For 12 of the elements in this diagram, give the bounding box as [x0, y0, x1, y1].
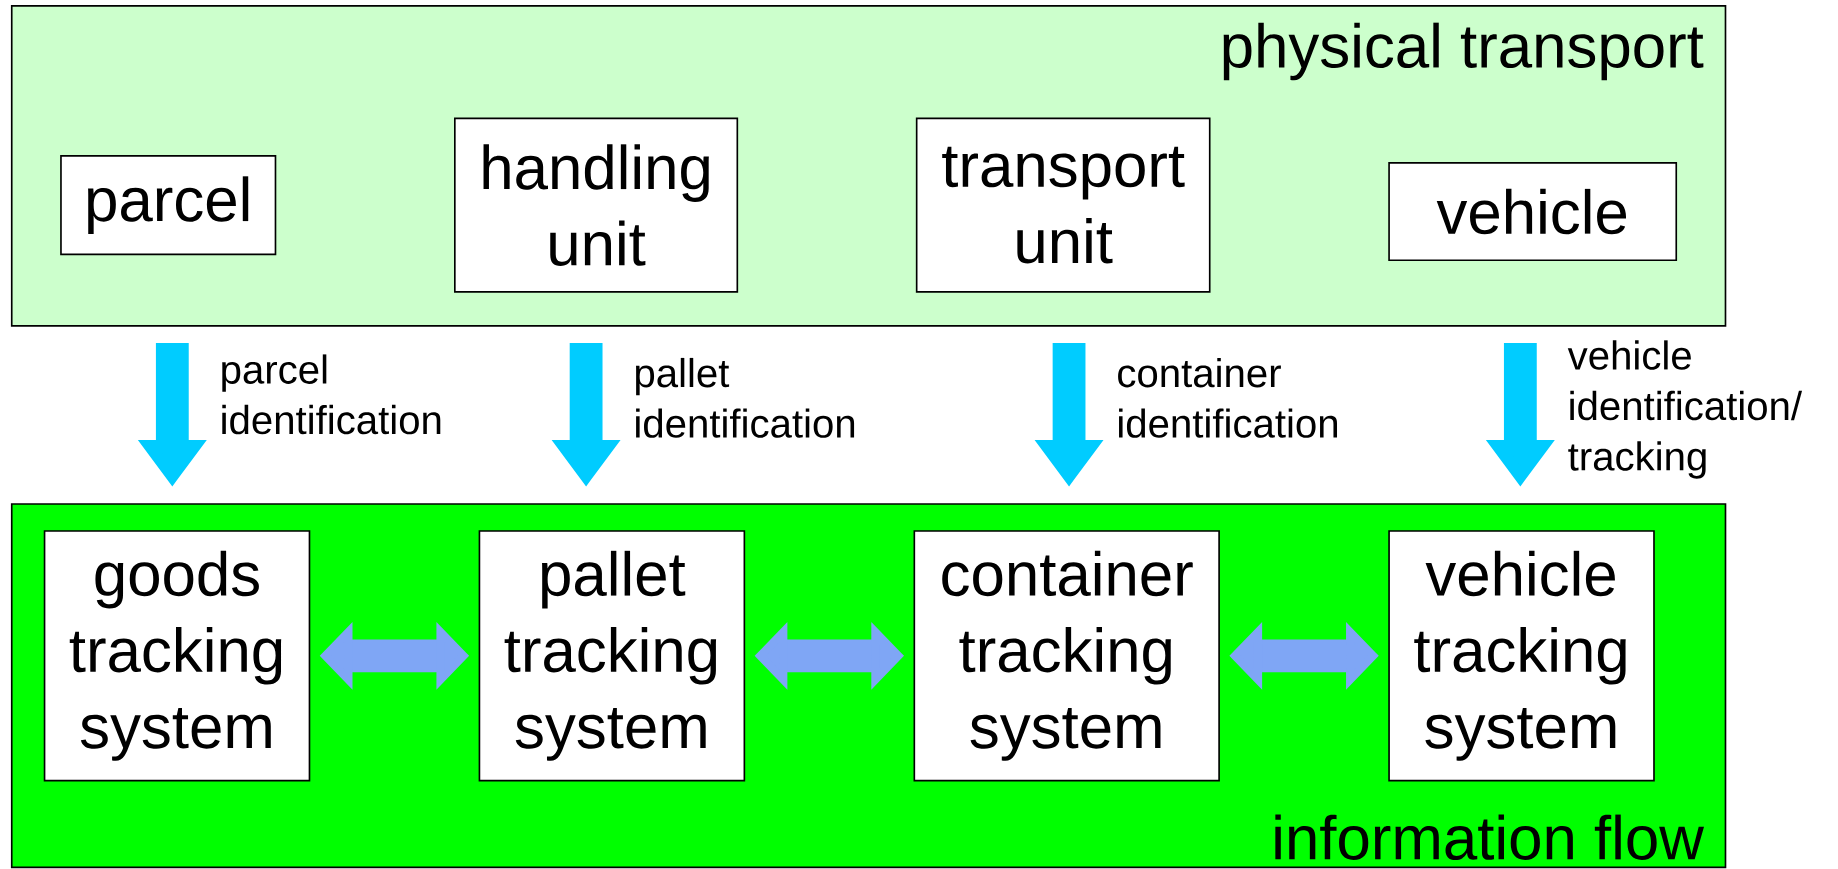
text-box: container tracking system [913, 530, 1220, 782]
text-box: vehicle [1388, 162, 1678, 262]
edge-label: parcel identification [222, 354, 441, 435]
text-box: pallet tracking system [478, 530, 746, 782]
text-box: goods tracking system [43, 530, 311, 782]
edge-label: container identification [1118, 358, 1337, 439]
edge-label: pallet identification [636, 358, 855, 439]
edge-label: vehicle identification/ tracking [1567, 340, 1803, 479]
text-box: transport unit [915, 117, 1211, 293]
text-box: handling unit [454, 117, 739, 293]
text-box: parcel [60, 155, 277, 256]
text-box: vehicle tracking system [1388, 530, 1655, 782]
